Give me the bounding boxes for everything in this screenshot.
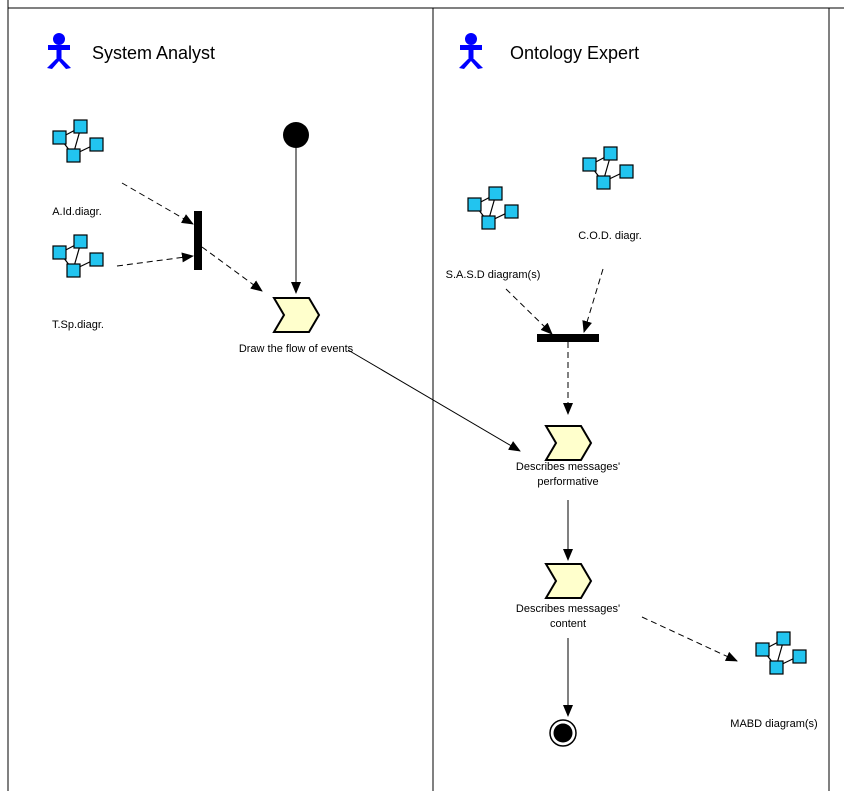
ontology-expert-actor-icon — [459, 33, 483, 69]
label-t-sp-diagram: T.Sp.diagr. — [52, 319, 104, 331]
label-mabd-diagram: MABD diagram(s) — [730, 718, 818, 730]
a-id-diagram-icon — [52, 119, 104, 163]
label-draw-flow: Draw the flow of events — [238, 343, 354, 355]
label-describes-content-line1: Describes messages' — [515, 603, 621, 615]
edge-cod-to-join — [582, 268, 604, 333]
sasd-diagram-icon — [467, 186, 519, 230]
lane-title-system-analyst: System Analyst — [92, 43, 216, 63]
edge-sasd-to-join — [505, 288, 553, 335]
edge-aid-to-join — [121, 182, 194, 225]
label-sasd-diagram: S.A.S.D diagram(s) — [445, 269, 541, 281]
t-sp-diagram-icon — [52, 234, 104, 278]
join-bar-horizontal — [537, 334, 599, 342]
label-describes-content-line2: content — [549, 618, 587, 630]
cod-diagram-icon — [582, 146, 634, 190]
edge-draw-to-performative — [347, 349, 521, 452]
mabd-diagram-icon — [755, 631, 807, 675]
label-describes-performative-line1: Describes messages' — [515, 461, 621, 473]
initial-node — [283, 122, 309, 148]
activity-describes-content — [545, 563, 592, 599]
activity-describes-performative — [545, 425, 592, 461]
final-node — [549, 719, 577, 747]
label-cod-diagram: C.O.D. diagr. — [578, 230, 642, 242]
activity-draw-flow — [273, 297, 320, 333]
edge-tsp-to-join — [116, 252, 194, 267]
edge-join-to-draw — [201, 246, 263, 292]
system-analyst-actor-icon — [47, 33, 71, 69]
label-a-id-diagram: A.Id.diagr. — [52, 206, 102, 218]
lane-title-ontology-expert: Ontology Expert — [510, 43, 640, 63]
label-describes-performative-line2: performative — [537, 476, 599, 488]
edge-content-to-mabd — [641, 616, 738, 662]
join-bar-vertical — [194, 211, 202, 270]
